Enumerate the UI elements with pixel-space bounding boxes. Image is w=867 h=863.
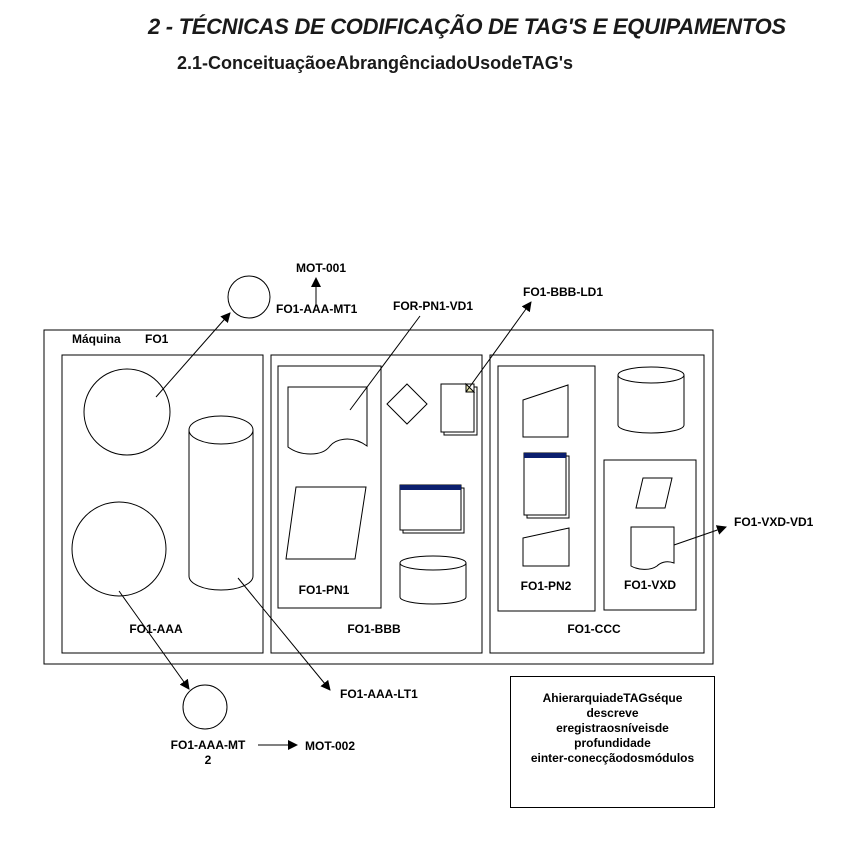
machine-id-label: FO1 [145, 332, 169, 346]
document-shape-vxd [630, 526, 675, 570]
motor-mt2-circle [182, 684, 228, 730]
panel-vxd-box [603, 459, 697, 611]
mot-001-label: MOT-001 [296, 261, 346, 275]
panel-pn1-box [277, 365, 382, 609]
diamond-shape [386, 383, 428, 425]
bbb-ld1-label: FO1-BBB-LD1 [523, 285, 603, 299]
panel-vxd-label: FO1-VXD [624, 578, 676, 592]
module-ccc-label: FO1-CCC [567, 622, 621, 636]
panel-pn2-box [497, 365, 596, 612]
motor-2-circle [71, 501, 167, 597]
aaa-lt1-label: FO1-AAA-LT1 [340, 687, 418, 701]
storage-cylinder-bbb [399, 555, 467, 605]
storage-cylinder-ccc [617, 366, 685, 434]
note-line: AhierarquiadeTAGséque [542, 691, 683, 705]
arrow-to-mt2 [118, 590, 190, 690]
window-shape-bbb [399, 484, 465, 534]
for-pn1-vd1-label: FOR-PN1-VD1 [393, 299, 473, 313]
motor-mt1-circle [227, 275, 271, 319]
parallelogram-shape [285, 486, 367, 560]
module-bbb-box [270, 354, 483, 654]
trapezoid-shape-2 [522, 527, 570, 567]
document-shape [287, 386, 368, 455]
module-aaa-box [61, 354, 264, 654]
note-line: descreve [586, 706, 639, 720]
machine-label: Máquina [72, 332, 121, 346]
note-line: profundidade [574, 736, 651, 750]
module-bbb-label: FO1-BBB [347, 622, 401, 636]
line-to-for-pn1-vd1 [349, 315, 421, 411]
tank-cylinder [188, 415, 254, 591]
aaa-mt2-label-suffix: 2 [205, 753, 212, 767]
parallelogram-shape-vxd [635, 477, 673, 509]
panel-pn2-label: FO1-PN2 [521, 579, 572, 593]
arrow-to-vxd-vd1 [673, 525, 727, 546]
window-shape-pn2 [523, 452, 570, 519]
page-title: 2 - TÉCNICAS DE CODIFICAÇÃO DE TAG'S E E… [148, 14, 786, 39]
motor-1-circle [83, 368, 171, 456]
mot-002-label: MOT-002 [305, 739, 355, 753]
machine-box [43, 329, 714, 665]
page-subtitle: 2.1-ConceituaçãoeAbrangênciadoUsodeTAG's [177, 53, 574, 73]
page-document-shape [440, 382, 478, 436]
note-line: eregistraosníveisde [556, 721, 669, 735]
arrow-to-mt1 [155, 312, 231, 398]
aaa-mt2-label: FO1-AAA-MT [171, 738, 246, 752]
note-line: einter-conecçãodosmódulos [530, 751, 695, 765]
module-aaa-label: FO1-AAA [129, 622, 183, 636]
arrow-to-aaa-lt1 [237, 577, 331, 691]
hierarchy-note-box: AhierarquiadeTAGséque descreve eregistra… [510, 676, 715, 808]
module-ccc-box [489, 354, 705, 654]
aaa-mt1-label: FO1-AAA-MT1 [276, 302, 358, 316]
vxd-vd1-label: FO1-VXD-VD1 [734, 515, 814, 529]
panel-pn1-label: FO1-PN1 [299, 583, 350, 597]
trapezoid-shape-1 [522, 384, 569, 438]
arrow-to-bbb-ld1 [465, 301, 532, 393]
